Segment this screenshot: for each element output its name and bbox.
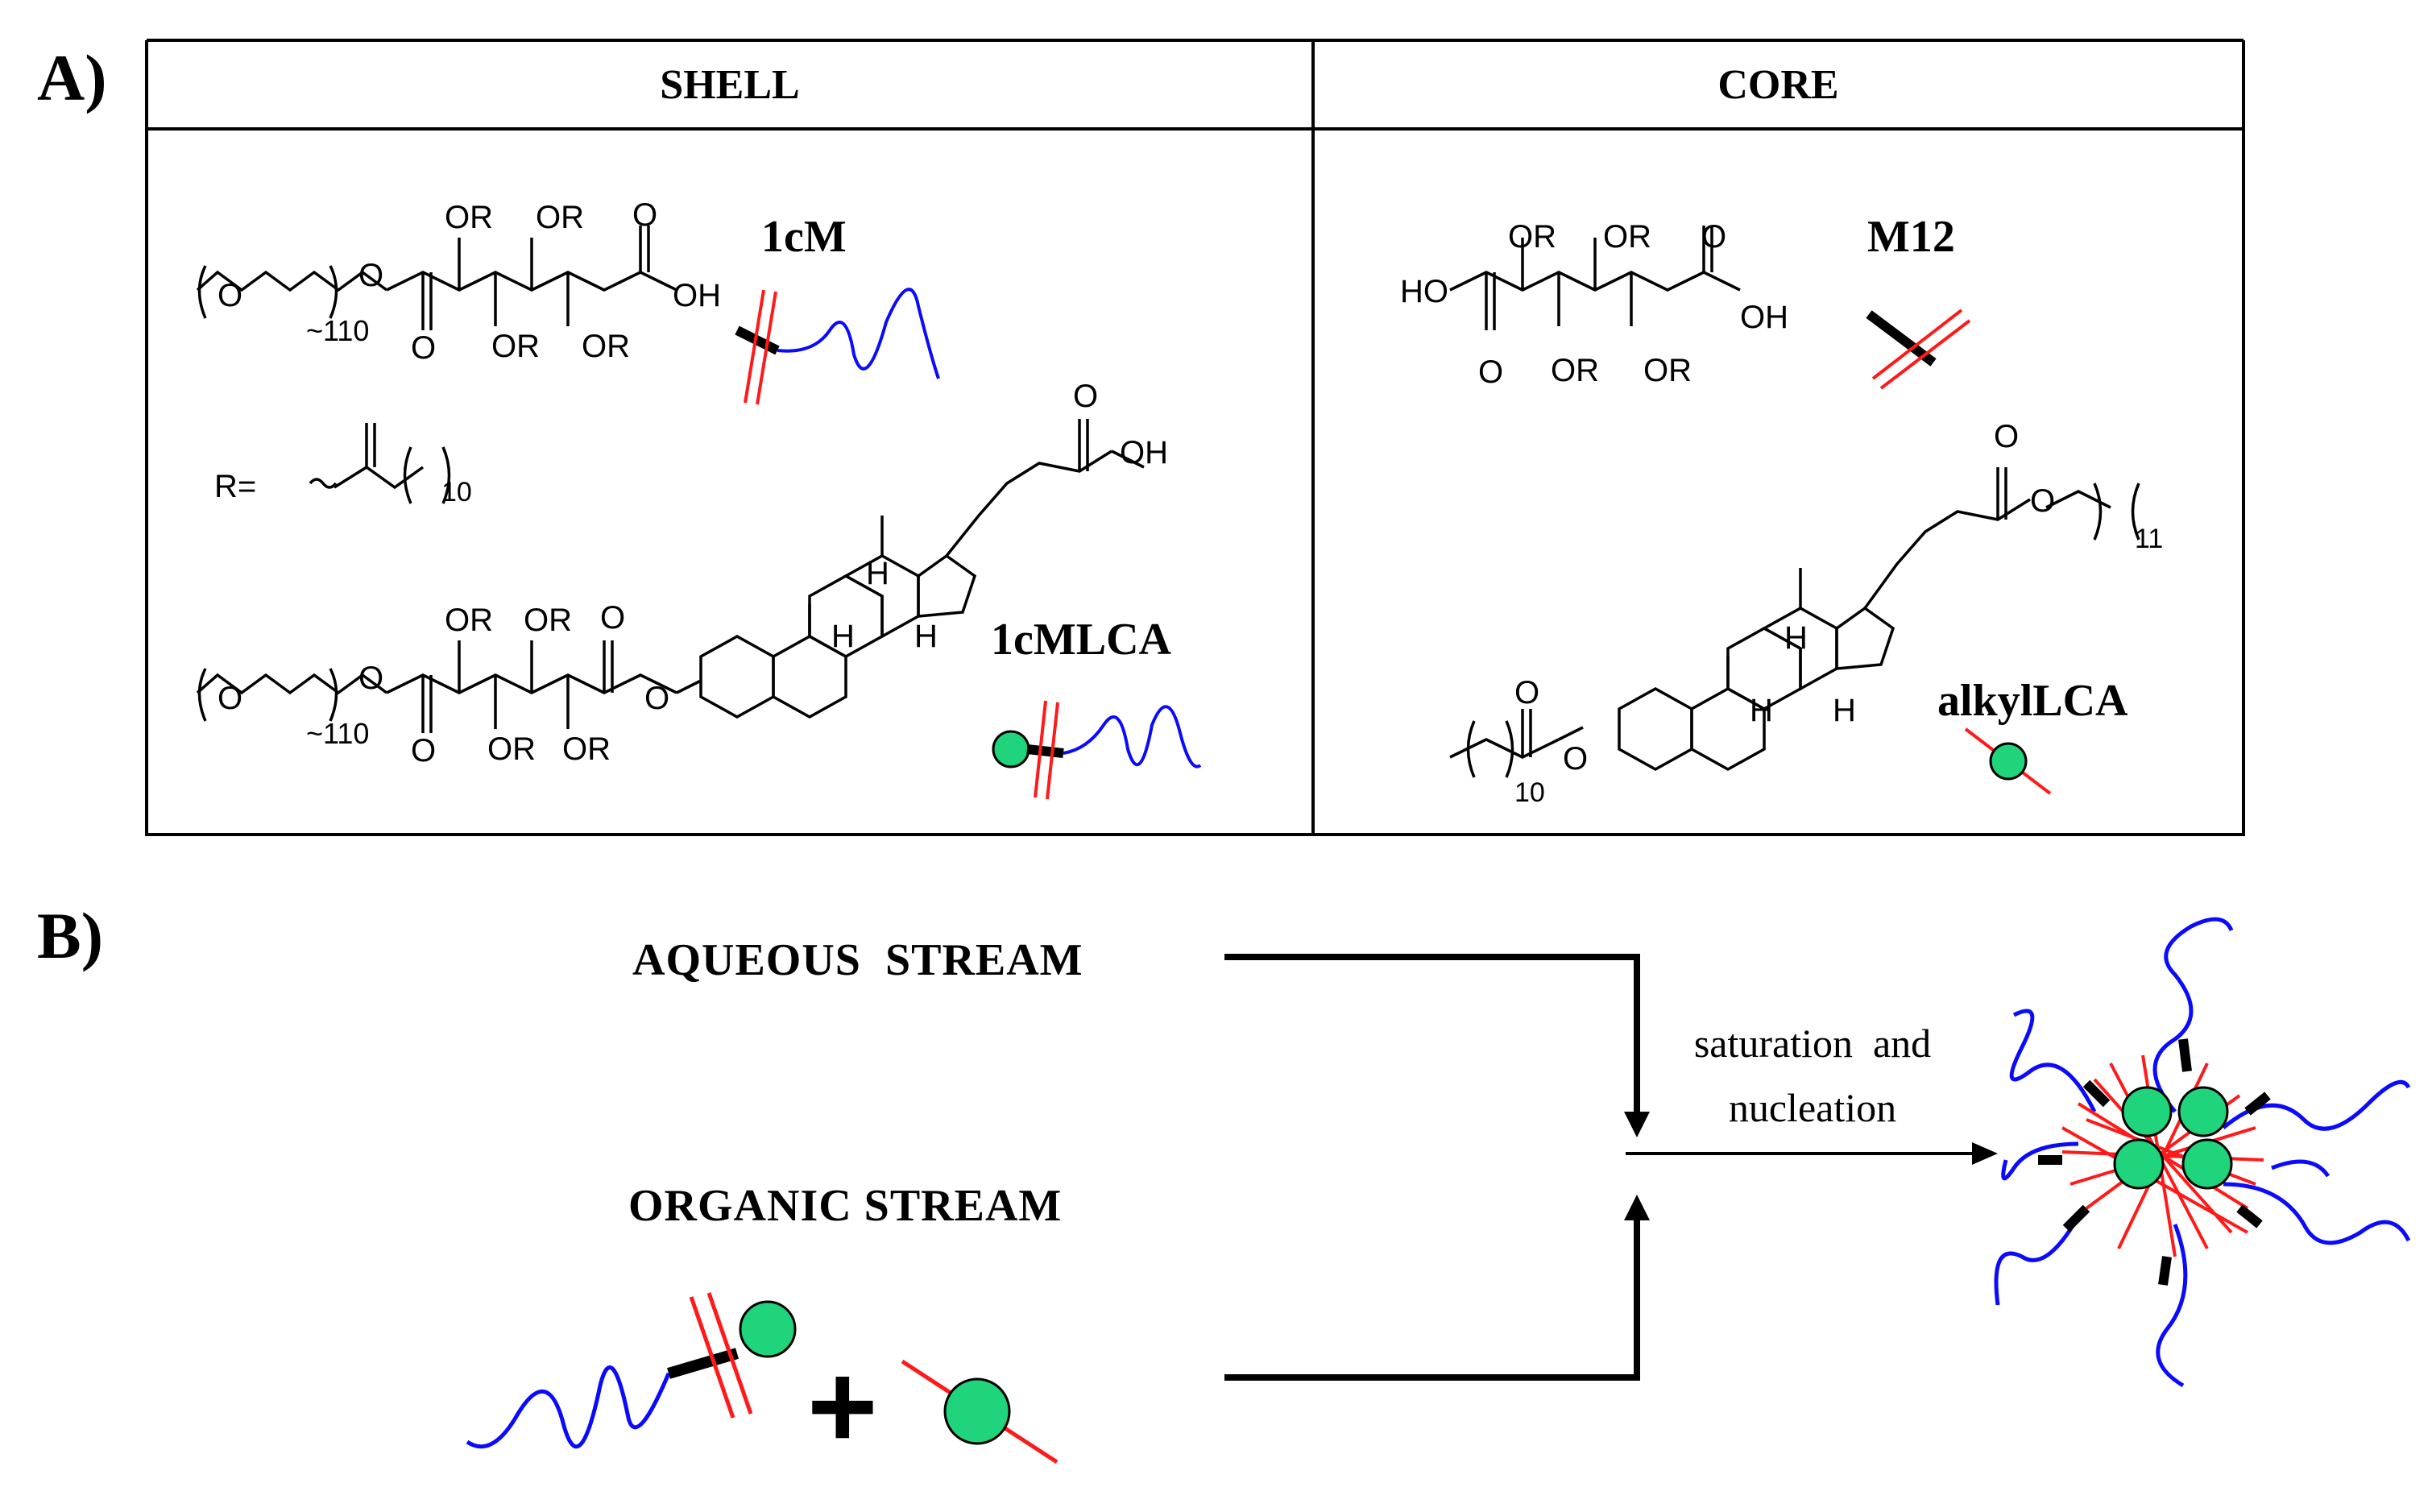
organic-arrow (1224, 1195, 1650, 1381)
cartoon-M12 (1866, 309, 1971, 390)
o-label: O (358, 661, 384, 696)
o-label: O (644, 681, 670, 716)
o-label: O (632, 197, 658, 233)
o-label: O (411, 330, 437, 366)
or-label: OR (536, 200, 584, 235)
h-label: H (1750, 693, 1773, 728)
panel-b-label: B) (37, 899, 103, 972)
or-label: OR (491, 329, 540, 364)
cartoon-alkylLCA (1964, 727, 2052, 795)
o-label: O (1701, 219, 1727, 255)
compound-alkylLCA-label: alkylLCA (1937, 676, 2128, 726)
o-label: O (218, 681, 243, 716)
or-label: OR (1508, 219, 1556, 255)
or-label: OR (562, 731, 611, 767)
aqueous-arrow (1224, 954, 1650, 1137)
or-label: OR (445, 603, 493, 638)
aqueous-stream-label: AQUEOUS STREAM (632, 935, 1083, 985)
o-label: O (1073, 379, 1099, 414)
h-label: H (866, 556, 889, 591)
or-label: OR (582, 329, 630, 364)
compound-1cMLCA-label: 1cMLCA (991, 615, 1171, 665)
process-line-2: nucleation (1728, 1085, 1897, 1130)
compound-M12-label: M12 (1867, 212, 1955, 262)
o-label: O (600, 600, 626, 636)
cartoon-alkylLCA-organic (901, 1359, 1059, 1464)
o-label: O (218, 278, 243, 313)
cartoon-1cMLCA (992, 700, 1202, 800)
oh-label: OH (1740, 300, 1788, 335)
oh-label: OH (1120, 435, 1168, 470)
peg-repeat-label: ~110 (306, 314, 370, 347)
o-label: O (1514, 675, 1540, 710)
panel-a-label: A) (37, 41, 107, 114)
cartoon-1cMLCA-organic (466, 1292, 797, 1449)
o-label: O (411, 733, 437, 768)
process-line-1: saturation and (1693, 1021, 1932, 1066)
process-label: saturation and nucleation (1643, 1011, 1982, 1140)
h-label: H (831, 619, 855, 654)
o-label: O (1563, 741, 1589, 777)
ho-label: HO (1400, 274, 1448, 309)
o-label: O (1478, 354, 1504, 390)
or-label: OR (487, 731, 536, 767)
or-label: OR (1643, 353, 1692, 388)
h-label: H (1833, 693, 1856, 728)
o-label: O (2030, 483, 2056, 519)
plus-sign: + (807, 1338, 878, 1473)
compound-1cM-label: 1cM (761, 212, 847, 262)
shell-header: SHELL (660, 62, 800, 108)
or-label: OR (1603, 219, 1651, 255)
or-label: OR (445, 200, 493, 235)
peg-repeat-label: ~110 (306, 717, 370, 750)
or-label: OR (1551, 353, 1599, 388)
product-arrow (1626, 1142, 1998, 1165)
r-group-label: R= (214, 469, 257, 504)
oh-label: OH (673, 278, 721, 313)
alkyl-subscript-11: 11 (2135, 524, 2164, 554)
h-label: H (914, 619, 938, 654)
o-label: O (1994, 419, 2020, 454)
h-label: H (1784, 620, 1808, 656)
core-header: CORE (1717, 62, 1839, 108)
organic-stream-label: ORGANIC STREAM (628, 1181, 1063, 1231)
o-label: O (358, 258, 384, 293)
or-label: OR (524, 603, 572, 638)
cartoon-1cM (735, 288, 940, 405)
alkyl-subscript-10: 10 (1514, 777, 1545, 808)
